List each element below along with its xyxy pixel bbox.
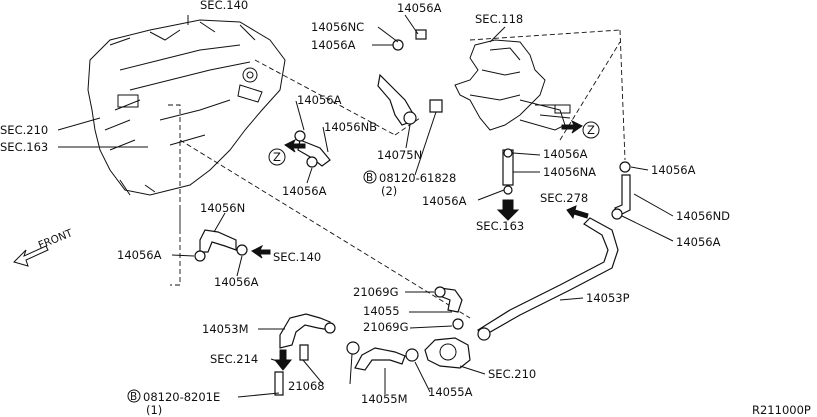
label-14056nd: 14056ND xyxy=(676,209,730,223)
label-bolt-qty: (2) xyxy=(381,184,397,198)
label-14056a-left: 14056A xyxy=(117,248,162,262)
clamp-14056a-mid xyxy=(294,130,306,142)
arrow-sec214 xyxy=(273,349,293,371)
label-21069g-1: 21069G xyxy=(353,285,399,299)
arrow-to-z-left xyxy=(284,138,306,153)
label-14056a-mid: 14056A xyxy=(297,93,342,107)
label-sec140-mid: SEC.140 xyxy=(273,250,321,264)
label-14056a-upper: 14056A xyxy=(311,38,356,52)
label-sec140-top: SEC.140 xyxy=(200,0,248,12)
label-sec278: SEC.278 xyxy=(540,191,588,205)
label-14056a-right2: 14056A xyxy=(422,194,467,208)
engine-block xyxy=(87,19,286,196)
arrow-sec140-mid xyxy=(251,244,271,259)
bolt-marker-b xyxy=(363,170,377,184)
label-14056a-midlow: 14056A xyxy=(282,184,327,198)
hose-14056nb xyxy=(297,139,331,167)
leader-lines xyxy=(57,14,674,398)
label-14056a-far: 14056A xyxy=(651,163,696,177)
label-14053p: 14053P xyxy=(586,291,630,305)
bolt-marker-b-text: B xyxy=(366,172,373,184)
clip-14056a-top xyxy=(415,29,427,40)
bracket-dash xyxy=(168,104,181,286)
label-sec163-left: SEC.163 xyxy=(0,140,48,154)
bolt2-marker-b xyxy=(127,389,141,403)
label-sec214: SEC.214 xyxy=(210,352,258,366)
water-pump-body xyxy=(424,337,471,369)
bolt2-marker-b-text: B xyxy=(130,391,137,403)
bolt-14075n xyxy=(429,99,443,113)
label-14056a-far2: 14056A xyxy=(676,235,721,249)
label-14056a-left2: 14056A xyxy=(214,275,259,289)
hose-14056n xyxy=(199,229,237,253)
label-sec118: SEC.118 xyxy=(475,12,523,26)
label-14056nb: 14056NB xyxy=(324,120,377,134)
guide-lines xyxy=(179,29,626,319)
label-14056nc: 14056NC xyxy=(311,20,364,34)
front-arrow xyxy=(13,245,49,267)
label-14056a-right1: 14056A xyxy=(543,147,588,161)
water-outlet-assembly xyxy=(454,39,571,131)
clamp-14056a-midlow xyxy=(306,156,318,168)
label-sec163-right: SEC.163 xyxy=(476,219,524,233)
label-14056na: 14056NA xyxy=(543,165,596,179)
label-sec210-right: SEC.210 xyxy=(488,367,536,381)
bolt-21068 xyxy=(299,344,309,361)
label-z-left: Z xyxy=(273,150,281,164)
hose-14053m xyxy=(279,313,331,349)
label-bolt-code: 08120-61828 xyxy=(379,171,456,185)
arrow-down-sec163 xyxy=(496,199,520,221)
clamp-14075n xyxy=(403,111,417,125)
label-sec210-left: SEC.210 xyxy=(0,123,48,137)
arrow-sec278 xyxy=(566,205,589,220)
diagram-id: R211000P xyxy=(752,403,811,417)
label-14056a-top: 14056A xyxy=(397,1,442,15)
hose-14055m xyxy=(354,347,406,371)
label-14075n: 14075N xyxy=(377,148,422,162)
label-14053m: 14053M xyxy=(202,322,249,336)
bolt-08120-8201e xyxy=(274,371,284,396)
label-front: FRONT xyxy=(37,227,75,252)
label-14055m: 14055M xyxy=(361,392,408,406)
label-21069g-2: 21069G xyxy=(363,320,409,334)
arrow-to-z-right xyxy=(561,119,583,134)
label-14055a: 14055A xyxy=(428,385,473,399)
label-bolt2-qty: (1) xyxy=(146,403,162,417)
label-bolt2-code: 08120-8201E xyxy=(143,390,220,404)
label-14055: 14055 xyxy=(363,304,400,318)
hose-14075n xyxy=(377,73,413,126)
label-z-right: Z xyxy=(587,123,595,137)
label-21068: 21068 xyxy=(288,379,325,393)
label-14056n: 14056N xyxy=(200,201,245,215)
pipe-14053p xyxy=(476,217,619,336)
